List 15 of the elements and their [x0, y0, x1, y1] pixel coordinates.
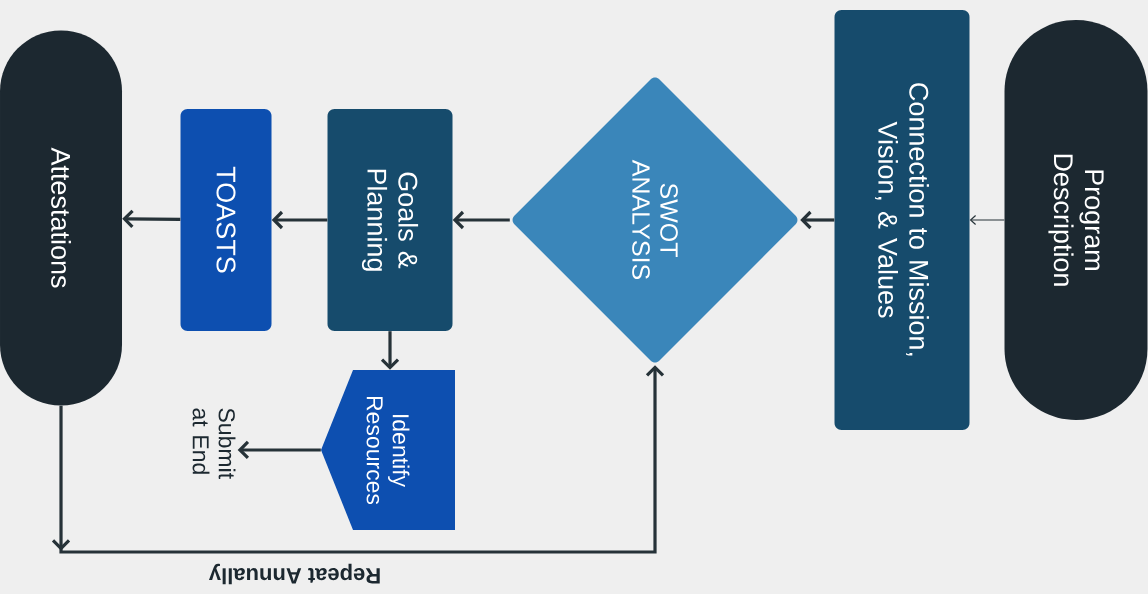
arrow — [452, 210, 510, 230]
arrow — [380, 331, 400, 370]
arrow — [969, 214, 1005, 226]
arrow — [800, 210, 835, 230]
process-box: Goals & Planning — [327, 109, 453, 331]
process-box: TOASTS — [180, 109, 272, 331]
arrow — [122, 209, 181, 228]
arrow — [237, 440, 321, 460]
edge-label: Repeat Annually — [207, 562, 383, 586]
arrow — [51, 365, 665, 554]
process-box: Connection to Mission, Vision, & Values — [834, 10, 970, 430]
note-text: Submit at End — [192, 408, 236, 479]
arrow — [271, 210, 328, 230]
terminal-pill: Attestations — [0, 30, 122, 406]
terminal-pill: Program Description — [1004, 20, 1148, 420]
